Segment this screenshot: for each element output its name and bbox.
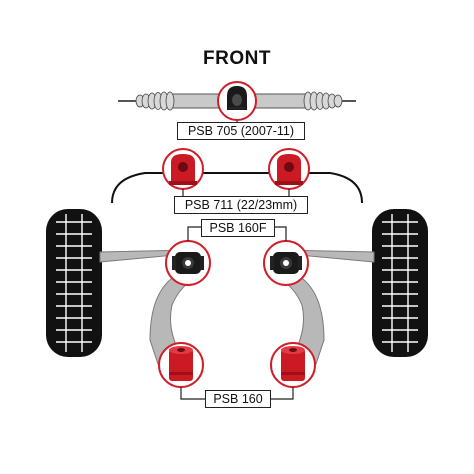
anti-roll-bar	[111, 172, 363, 204]
front-wishbone-bush-left-callout	[165, 240, 211, 286]
front-wishbone-bush-right-callout	[263, 240, 309, 286]
steering-rack-bush-callout	[217, 81, 257, 123]
anti-roll-bar-bush-left-callout	[162, 148, 204, 190]
front-wishbone-label-connector	[187, 226, 287, 241]
wheel-right	[372, 209, 428, 357]
rear-wishbone-bush-right	[281, 346, 305, 381]
rear-wishbone-label-connector	[180, 387, 294, 400]
diagram-title: FRONT	[203, 48, 271, 69]
steering-rack-bush	[227, 86, 247, 110]
wheel-left	[46, 209, 102, 357]
rear-wishbone-bush-left-callout	[158, 342, 204, 388]
anti-roll-bar-label-connector	[182, 189, 290, 196]
rear-wishbone-bush-right-callout	[270, 342, 316, 388]
steering-rack-gaiter-right	[303, 91, 343, 111]
rear-wishbone-bush-left	[169, 346, 193, 381]
label-rear-wishbone-bush: PSB 160	[205, 390, 271, 408]
label-anti-roll-bar-bush: PSB 711 (22/23mm)	[174, 196, 308, 214]
front-wishbone-bush-left	[172, 252, 204, 274]
front-wishbone-bush-right	[270, 252, 302, 274]
steering-rack-gaiter-left	[135, 91, 175, 111]
anti-roll-bar-bush-right	[275, 154, 303, 185]
label-steering-rack-bush: PSB 705 (2007-11)	[177, 122, 305, 140]
label-front-wishbone-bush: PSB 160F	[201, 219, 275, 237]
anti-roll-bar-bush-right-callout	[268, 148, 310, 190]
anti-roll-bar-bush-left	[169, 154, 197, 185]
